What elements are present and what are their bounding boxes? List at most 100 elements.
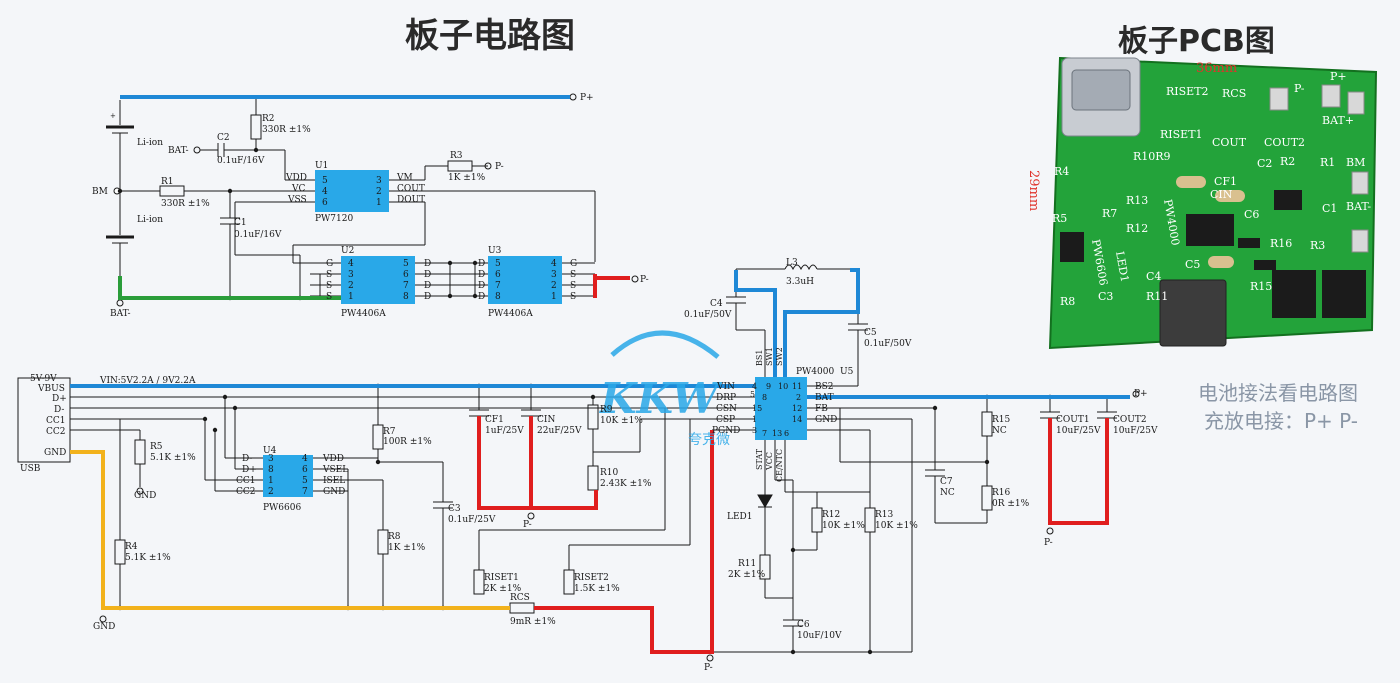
u5-fb: FB bbox=[815, 404, 828, 414]
u2-d1: D bbox=[424, 270, 431, 280]
c5-value: 0.1uF/50V bbox=[864, 339, 912, 349]
r4-label: R4 bbox=[125, 542, 138, 552]
led1-label: LED1 bbox=[727, 512, 753, 522]
u3-chip bbox=[488, 256, 562, 304]
pcb-lbl-15: R2 bbox=[1280, 155, 1295, 168]
u2-d0: D bbox=[424, 259, 431, 269]
r2-label: R2 bbox=[262, 114, 275, 124]
u5-vin: VIN bbox=[716, 382, 735, 392]
u5-chip bbox=[755, 377, 807, 440]
u5-bs1: BS1 bbox=[755, 350, 764, 366]
u1-p2: 2 bbox=[376, 187, 382, 197]
u3-d0: D bbox=[478, 259, 485, 269]
u5-p5: 5 bbox=[750, 390, 755, 399]
bm-label: BM bbox=[92, 187, 108, 197]
pcb-lbl-14: C2 bbox=[1257, 157, 1272, 170]
r11-value: 2K ±1% bbox=[728, 570, 766, 580]
p-minus-cout: P- bbox=[1044, 538, 1053, 548]
pw4000-chip bbox=[1186, 214, 1234, 246]
r4-value: 5.1K ±1% bbox=[125, 553, 171, 563]
pad-bat-plus bbox=[1347, 91, 1365, 115]
r15-value: NC bbox=[992, 426, 1007, 436]
pcb-lbl-17: BM bbox=[1346, 156, 1365, 169]
r5-label: R5 bbox=[150, 442, 163, 452]
p-minus-top: P- bbox=[640, 275, 649, 285]
cout1-value: 10uF/25V bbox=[1056, 426, 1101, 436]
u4-pr2: 5 bbox=[302, 476, 308, 486]
wires-top bbox=[106, 93, 639, 307]
labels-top: P+ + Li-ion Li-ion BAT- BM BAT- R1 330R … bbox=[92, 93, 649, 319]
mosfet-1 bbox=[1272, 270, 1316, 318]
res-1 bbox=[1238, 238, 1260, 248]
pcb-lbl-18: BAT- bbox=[1346, 200, 1371, 213]
pcb-lbl-19: P- bbox=[1294, 82, 1305, 95]
u4-dp: D+ bbox=[242, 465, 257, 475]
u5-name: PW4000 bbox=[796, 367, 834, 377]
u2-s3: S bbox=[326, 292, 332, 302]
pcb-lbl-26: C5 bbox=[1185, 258, 1200, 271]
u3-s2: S bbox=[570, 281, 576, 291]
r15-label: R15 bbox=[992, 415, 1011, 425]
u5-vcc: VCC bbox=[765, 452, 774, 471]
cap-3 bbox=[1208, 256, 1234, 268]
u3-pl2: 7 bbox=[495, 281, 501, 291]
wires-bottom bbox=[17, 264, 1140, 662]
u5-bs2: BS2 bbox=[815, 382, 834, 392]
pcb-lbl-8: R13 bbox=[1126, 194, 1148, 207]
cout2-value: 10uF/25V bbox=[1113, 426, 1158, 436]
kkw-logo-sub: 夸克微 bbox=[688, 432, 730, 448]
pcb-lbl-13: R8 bbox=[1060, 295, 1075, 308]
u5-drp: DRP bbox=[716, 393, 736, 403]
riset1-label: RISET1 bbox=[484, 573, 519, 583]
pcb-lbl-24: R16 bbox=[1270, 237, 1292, 250]
u3-name: PW4406A bbox=[488, 309, 533, 319]
r2-value: 330R ±1% bbox=[262, 125, 311, 135]
r12-label: R12 bbox=[822, 510, 840, 520]
u3-pr3: 1 bbox=[551, 292, 557, 302]
u3-pr2: 2 bbox=[551, 281, 557, 291]
pw6606-chip bbox=[1060, 232, 1084, 262]
c6-value: 10uF/10V bbox=[797, 631, 842, 641]
usb-gnd: GND bbox=[44, 448, 66, 458]
pcb-board bbox=[1048, 56, 1378, 350]
pcb-width: 36mm bbox=[1196, 61, 1237, 76]
u2-name: PW4406A bbox=[341, 309, 386, 319]
p-minus-cin: P- bbox=[523, 520, 532, 530]
cap-1 bbox=[1176, 176, 1206, 188]
kkw-watermark: KKW 夸克微 bbox=[599, 330, 730, 448]
cout2-label: COUT2 bbox=[1113, 415, 1147, 425]
u4-chip bbox=[263, 455, 313, 497]
net-sw-b bbox=[783, 268, 860, 377]
u1-cout: COUT bbox=[397, 184, 425, 194]
r7-value: 100R ±1% bbox=[383, 437, 432, 447]
u2-pr3: 8 bbox=[403, 292, 409, 302]
usb-dp: D+ bbox=[52, 394, 67, 404]
li-ion-1: Li-ion bbox=[137, 138, 163, 148]
net-sw-a bbox=[734, 270, 777, 377]
u5-pr2: 14 bbox=[792, 415, 802, 424]
pad-p-minus bbox=[1269, 87, 1289, 111]
u3-pr1: 3 bbox=[551, 270, 557, 280]
usb-vbus: VBUS bbox=[37, 384, 65, 394]
r11-label: R11 bbox=[738, 559, 756, 569]
u1-ref: U1 bbox=[315, 161, 328, 171]
u2-pl3: 1 bbox=[348, 292, 354, 302]
u4-ref: U4 bbox=[263, 446, 277, 456]
u3-pl1: 6 bbox=[495, 270, 501, 280]
u2-pl2: 2 bbox=[348, 281, 354, 291]
net-p-minus-rcs bbox=[534, 430, 714, 654]
u2-d2: D bbox=[424, 281, 431, 291]
cf1-value: 1uF/25V bbox=[485, 426, 524, 436]
pcb-lbl-2: RISET1 bbox=[1160, 128, 1203, 141]
u1-vc: VC bbox=[291, 184, 305, 194]
r13-value: 10K ±1% bbox=[875, 521, 918, 531]
c1-value: 0.1uF/16V bbox=[234, 230, 282, 240]
u5-csn: CSN bbox=[716, 404, 737, 414]
cf1-label: CF1 bbox=[485, 415, 504, 425]
c5-label: C5 bbox=[864, 328, 877, 338]
u3-s3: S bbox=[570, 292, 576, 302]
u3-pl3: 8 bbox=[495, 292, 501, 302]
u3-d3: D bbox=[478, 292, 485, 302]
u1-p3: 3 bbox=[376, 176, 382, 186]
u5-pb1: 13 bbox=[772, 429, 782, 438]
